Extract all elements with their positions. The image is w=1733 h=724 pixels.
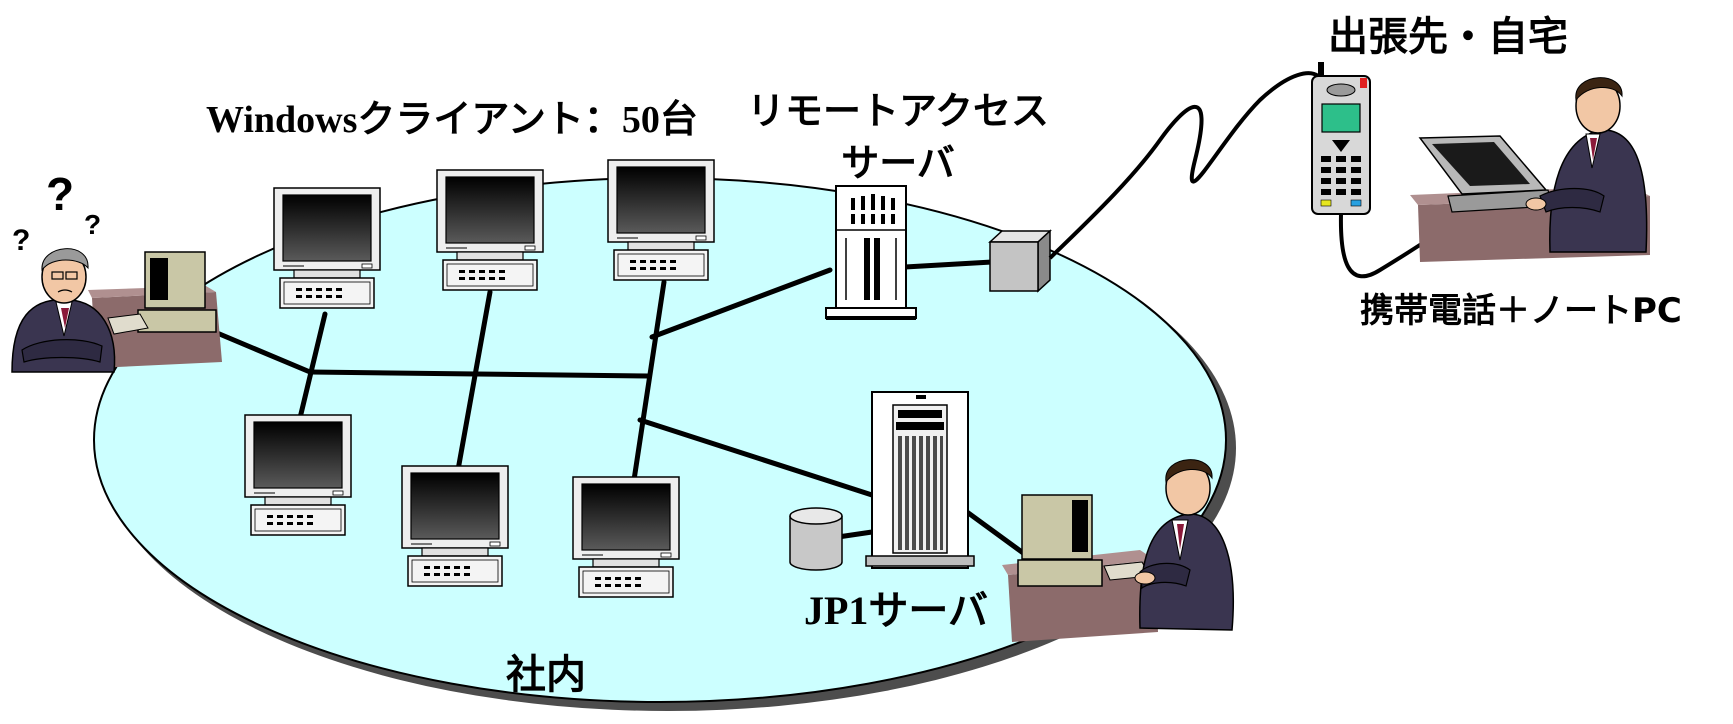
client-pc-bottom-2	[401, 465, 509, 587]
jp1-server-icon	[865, 391, 975, 569]
network-cables	[207, 259, 1033, 561]
jp1-server-label: JP1サーバ	[804, 588, 988, 633]
client-pc-bottom-1	[244, 414, 352, 536]
clients-label: Windowsクライアント：50台	[206, 99, 698, 141]
client-pc-bottom-3	[572, 476, 680, 598]
remote-access-server-label-line1: リモートアクセス	[747, 89, 1049, 133]
remote-location-label: 出張先・自宅	[1328, 14, 1568, 60]
client-pc-top-2	[436, 169, 544, 291]
worried-user-icon	[11, 248, 222, 373]
storage-disk-icon	[789, 507, 843, 571]
office-label: 社内	[506, 652, 586, 698]
mobile-user-icon	[1410, 77, 1650, 262]
mobile-phone-icon	[1311, 62, 1371, 215]
mobile-setup-label: 携帯電話＋ノートPC	[1360, 291, 1682, 331]
operator-icon	[1002, 459, 1234, 642]
question-mark-large: ?	[46, 168, 74, 220]
question-mark-small-right: ?	[84, 209, 101, 240]
question-mark-small-left: ?	[12, 224, 30, 257]
client-pc-top-1	[273, 187, 381, 309]
remote-access-server-label-line2: サーバ	[841, 141, 955, 185]
phone-line	[1048, 71, 1320, 260]
modem-icon	[988, 229, 1052, 293]
client-pc-top-3	[607, 159, 715, 281]
remote-access-server-icon	[825, 185, 917, 320]
